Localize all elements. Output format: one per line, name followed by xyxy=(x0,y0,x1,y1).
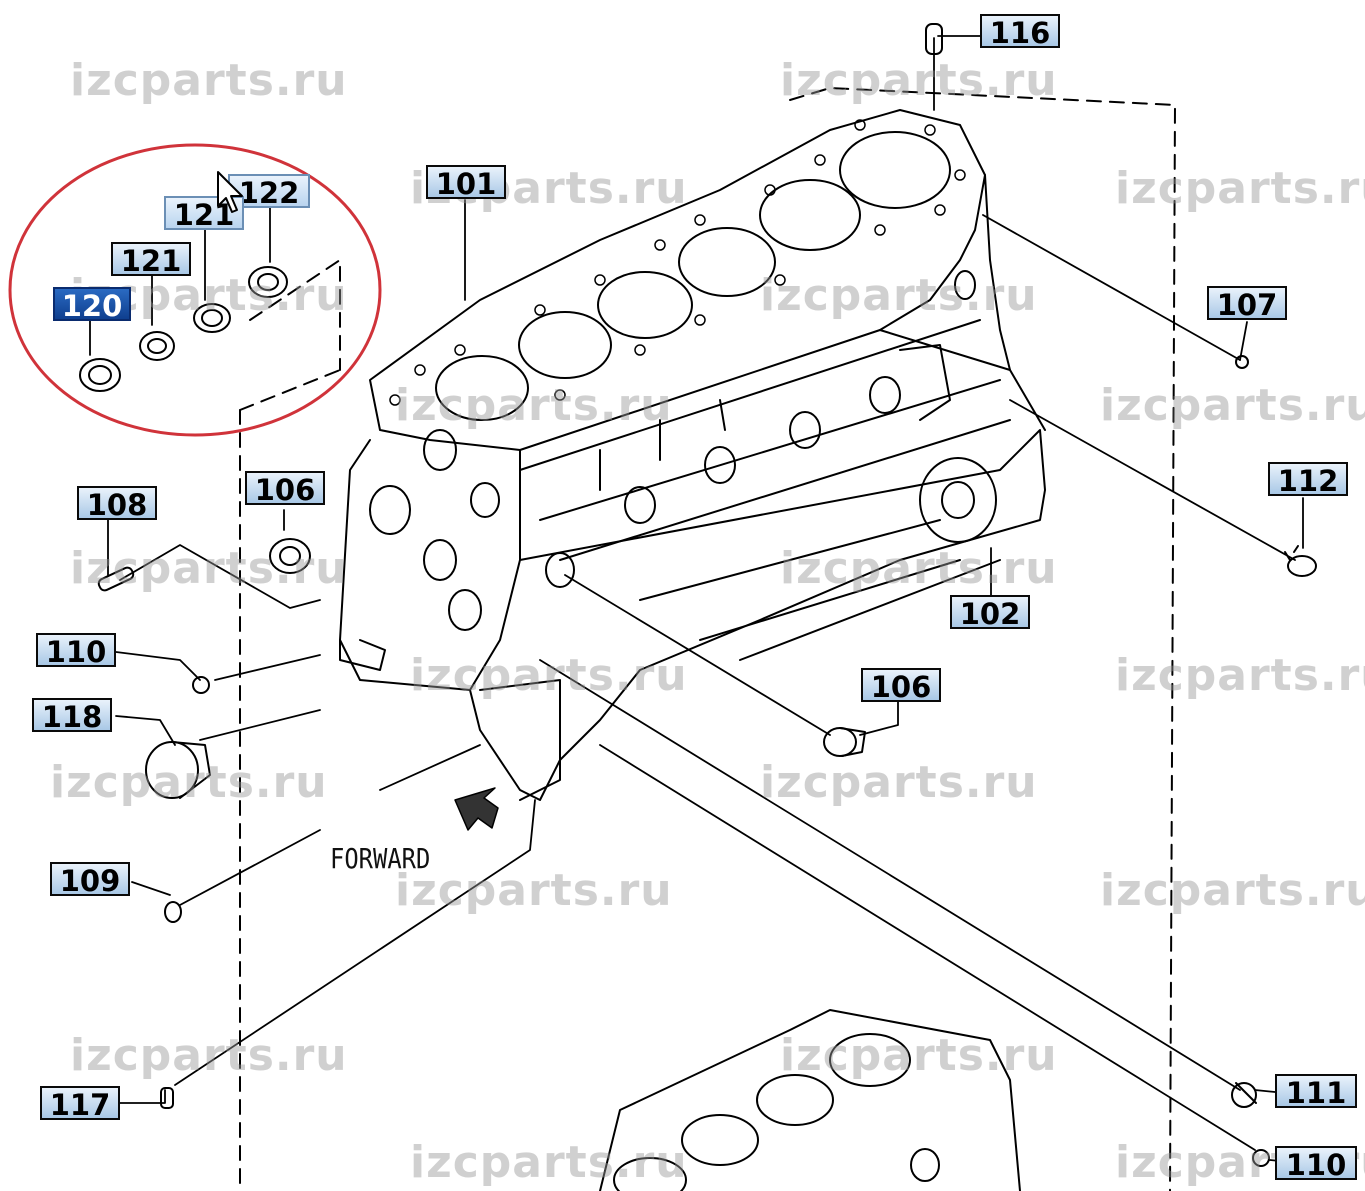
callout-106[interactable]: 106 xyxy=(245,471,325,507)
callout-116[interactable]: 116 xyxy=(980,14,1060,50)
callout-110[interactable]: 110 xyxy=(1275,1146,1357,1182)
forward-label: FORWARD xyxy=(330,842,431,875)
callout-108[interactable]: 108 xyxy=(77,486,157,522)
callout-111[interactable]: 111 xyxy=(1275,1074,1357,1110)
callout-112[interactable]: 112 xyxy=(1268,462,1348,498)
callout-121[interactable]: 121 xyxy=(111,242,191,278)
callout-117[interactable]: 117 xyxy=(40,1086,120,1122)
leader-lines xyxy=(89,35,1304,1163)
callout-120[interactable]: 120 xyxy=(53,287,131,323)
forward-arrow-icon xyxy=(454,787,499,831)
callout-110[interactable]: 110 xyxy=(36,633,116,669)
phantom-outline xyxy=(239,87,1176,1191)
callout-109[interactable]: 109 xyxy=(50,862,130,898)
callout-106[interactable]: 106 xyxy=(861,668,941,704)
callout-121[interactable]: 121 xyxy=(164,196,244,232)
mouse-cursor-icon xyxy=(217,171,243,213)
callout-107[interactable]: 107 xyxy=(1207,286,1287,322)
callout-102[interactable]: 102 xyxy=(950,595,1030,631)
cylinder-block-top xyxy=(369,109,986,451)
lower-block xyxy=(599,1009,1021,1191)
cylinder-block-body xyxy=(339,174,1046,801)
callout-118[interactable]: 118 xyxy=(32,698,112,734)
highlight-circle xyxy=(8,143,382,437)
callout-101[interactable]: 101 xyxy=(426,165,506,201)
small-parts xyxy=(79,23,1317,1167)
